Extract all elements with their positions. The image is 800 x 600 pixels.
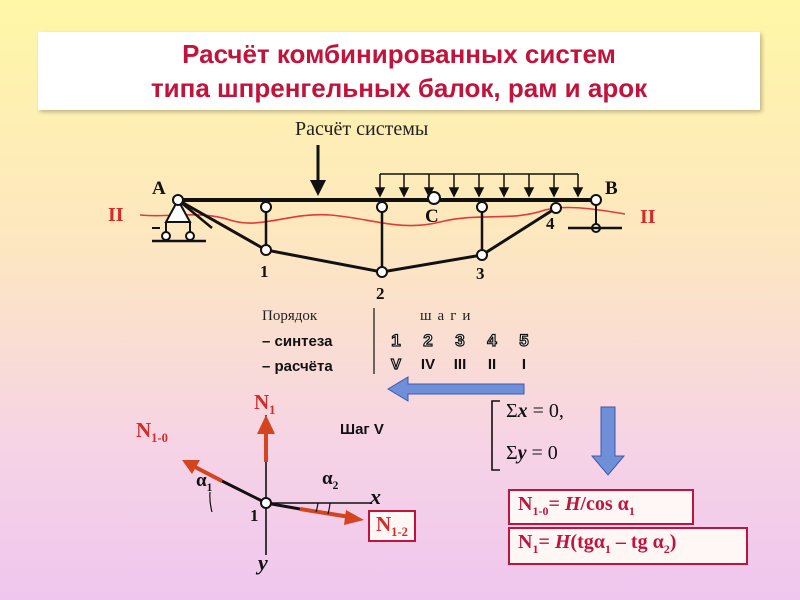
title-line-2: типа шпренгельных балок, рам и арок (150, 73, 648, 103)
point-load-arrow (310, 145, 326, 196)
step-label: Шаг V (340, 421, 384, 438)
order-label: Порядок (262, 308, 318, 324)
n12-symbol: N (376, 512, 392, 536)
subtitle: Расчёт системы (295, 118, 429, 140)
label-a: A (152, 178, 166, 199)
sum-x-symbol: Σ (506, 400, 518, 422)
n10-symbol: N (136, 418, 152, 442)
f2-rest3: ) (669, 531, 677, 553)
down-arrow (590, 406, 626, 476)
calc-step-5: V (390, 355, 401, 373)
equation-sum-y: Σy = 0 (506, 442, 558, 465)
synthesis-label: – синтеза (262, 333, 333, 350)
calc-step-4: IV (420, 356, 436, 373)
node-1 (260, 244, 272, 256)
f2-rest1: (tgα (570, 531, 605, 553)
formula-n10: N1-0= H/cos α1 (508, 489, 694, 525)
synthesis-step-2: 2 (423, 330, 434, 350)
calc-direction-arrow (387, 376, 525, 402)
alpha2-symbol: α (322, 468, 333, 489)
axis-y-label: y (258, 550, 268, 575)
f1-sub: 1-0 (532, 504, 549, 518)
axis-x-label: x (370, 484, 381, 509)
alpha2-label: α2 (322, 468, 338, 492)
force-n12-label: N1-2 (368, 510, 416, 543)
f1-eq: = (548, 493, 565, 515)
synthesis-step-1: 1 (391, 330, 402, 350)
f2-h: H (554, 531, 571, 553)
node-1-fbd-label: 1 (250, 506, 259, 525)
f2-sub3: 2 (663, 542, 670, 556)
sum-y-var: y (517, 442, 527, 464)
title-box: Расчёт комбинированных систем типа шпрен… (38, 32, 760, 110)
label-node-3: 3 (476, 264, 485, 283)
synthesis-steps: 1 2 3 4 5 (380, 330, 540, 351)
node-2 (376, 266, 388, 278)
equation-sum-x: Σx = 0, (506, 400, 564, 423)
synthesis-step-5: 5 (519, 330, 530, 350)
node-post3-top (476, 201, 488, 213)
calc-step-2: II (487, 356, 497, 373)
support-b (568, 194, 622, 233)
f1-h: H (564, 493, 581, 515)
label-b: B (605, 178, 618, 199)
node-3 (476, 249, 488, 261)
n10-sub: 1-0 (151, 431, 168, 446)
n1-symbol: N (254, 390, 270, 414)
force-n10-label: N1-0 (136, 418, 168, 446)
f2-sub2: 1 (604, 542, 611, 556)
n12-sub: 1-2 (391, 525, 408, 540)
support-a (152, 194, 206, 243)
node-fbd (182, 415, 372, 555)
sum-y-rest: = 0 (526, 442, 558, 464)
section-left: II (108, 204, 124, 226)
sum-x-rest: = 0, (527, 400, 564, 422)
title-line-1: Расчёт комбинированных систем (182, 39, 616, 69)
alpha2-sub: 2 (332, 479, 339, 492)
alpha1-symbol: α (196, 470, 207, 491)
node-4 (550, 202, 562, 214)
f1-rest: /cos α (580, 493, 629, 515)
sum-y-symbol: Σ (506, 442, 518, 464)
force-n1-label: N1 (254, 390, 275, 418)
f2-sub: 1 (532, 542, 539, 556)
label-node-4: 4 (546, 214, 555, 233)
n1-sub: 1 (269, 403, 276, 418)
lower-chord (177, 198, 557, 274)
alpha1-sub: 1 (206, 481, 213, 494)
formula-n1: N1= H(tgα1 – tg α2) (508, 527, 748, 565)
synthesis-step-3: 3 (455, 330, 466, 350)
node-post1-top (260, 201, 272, 213)
calc-step-3: III (453, 356, 467, 373)
hinge-c (427, 191, 441, 205)
calc-step-1: I (521, 356, 527, 373)
f2-eq: = (538, 531, 555, 553)
node-post2-top (376, 201, 388, 213)
deflection-curve (139, 206, 626, 227)
steps-header: шаги (420, 308, 477, 324)
alpha1-label: α1 (196, 470, 212, 494)
calc-label: – расчёта (262, 358, 333, 375)
f2-rest2: – tg α (610, 531, 664, 553)
label-node-1: 1 (260, 262, 269, 281)
equations-brace (491, 400, 500, 471)
f1-sub2: 1 (628, 504, 635, 518)
f2-left: N (518, 531, 533, 553)
distributed-load (374, 173, 584, 198)
diagonal-a (177, 199, 213, 229)
section-right: II (640, 206, 656, 228)
label-c: C (425, 206, 439, 227)
sum-x-var: x (517, 400, 528, 422)
synthesis-step-4: 4 (487, 330, 498, 350)
label-node-2: 2 (376, 284, 385, 303)
f1-left: N (518, 493, 533, 515)
